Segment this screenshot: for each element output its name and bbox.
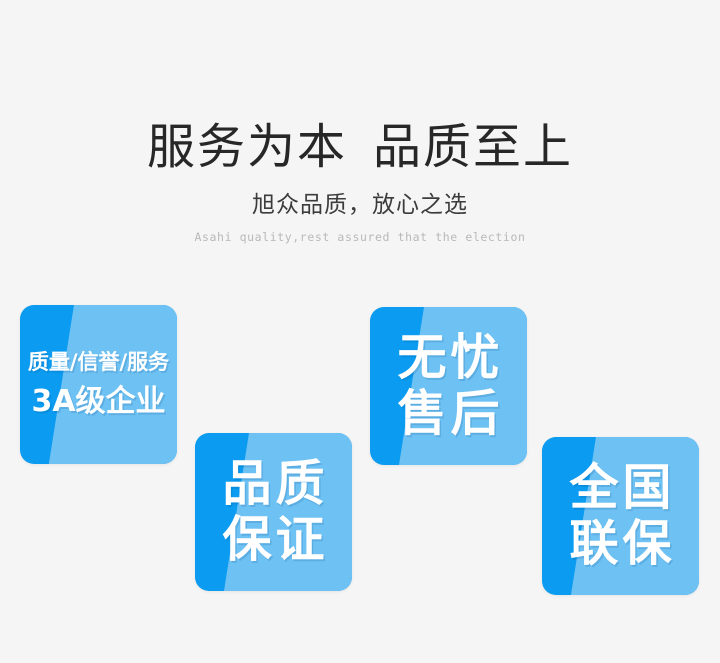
badge-card-worry-free-after-sales: 无忧 售后 [370,307,527,465]
subtitle-english: Asahi quality,rest assured that the elec… [194,230,526,244]
badge-card-3a-enterprise: 质量/信誉/服务 3A级企业 [20,305,177,464]
header-block: 服务为本品质至上 旭众品质，放心之选 Asahi quality,rest as… [0,118,720,245]
badge-line-primary: 质量/信誉/服务 [27,349,170,374]
subtitle-chinese: 旭众品质，放心之选 [252,192,468,218]
headline-part-2: 品质至上 [373,119,574,175]
badge-line-secondary: 3A级企业 [31,383,166,419]
badge-line-primary: 无忧 [397,329,504,386]
badge-line-primary: 品质 [222,455,329,512]
badge-line-secondary: 保证 [222,511,329,568]
badge-content: 无忧 售后 [370,307,527,465]
page-title: 服务为本品质至上 [0,118,720,176]
badge-line-secondary: 售后 [397,385,504,442]
badge-card-quality-guarantee: 品质 保证 [195,433,352,591]
headline-part-1: 服务为本 [146,119,347,175]
badge-card-nationwide-warranty: 全国 联保 [542,437,699,595]
badge-content: 全国 联保 [542,437,699,595]
badge-content: 质量/信誉/服务 3A级企业 [20,305,177,464]
badge-line-primary: 全国 [569,459,676,516]
badge-content: 品质 保证 [195,433,352,591]
badge-line-secondary: 联保 [569,515,676,572]
